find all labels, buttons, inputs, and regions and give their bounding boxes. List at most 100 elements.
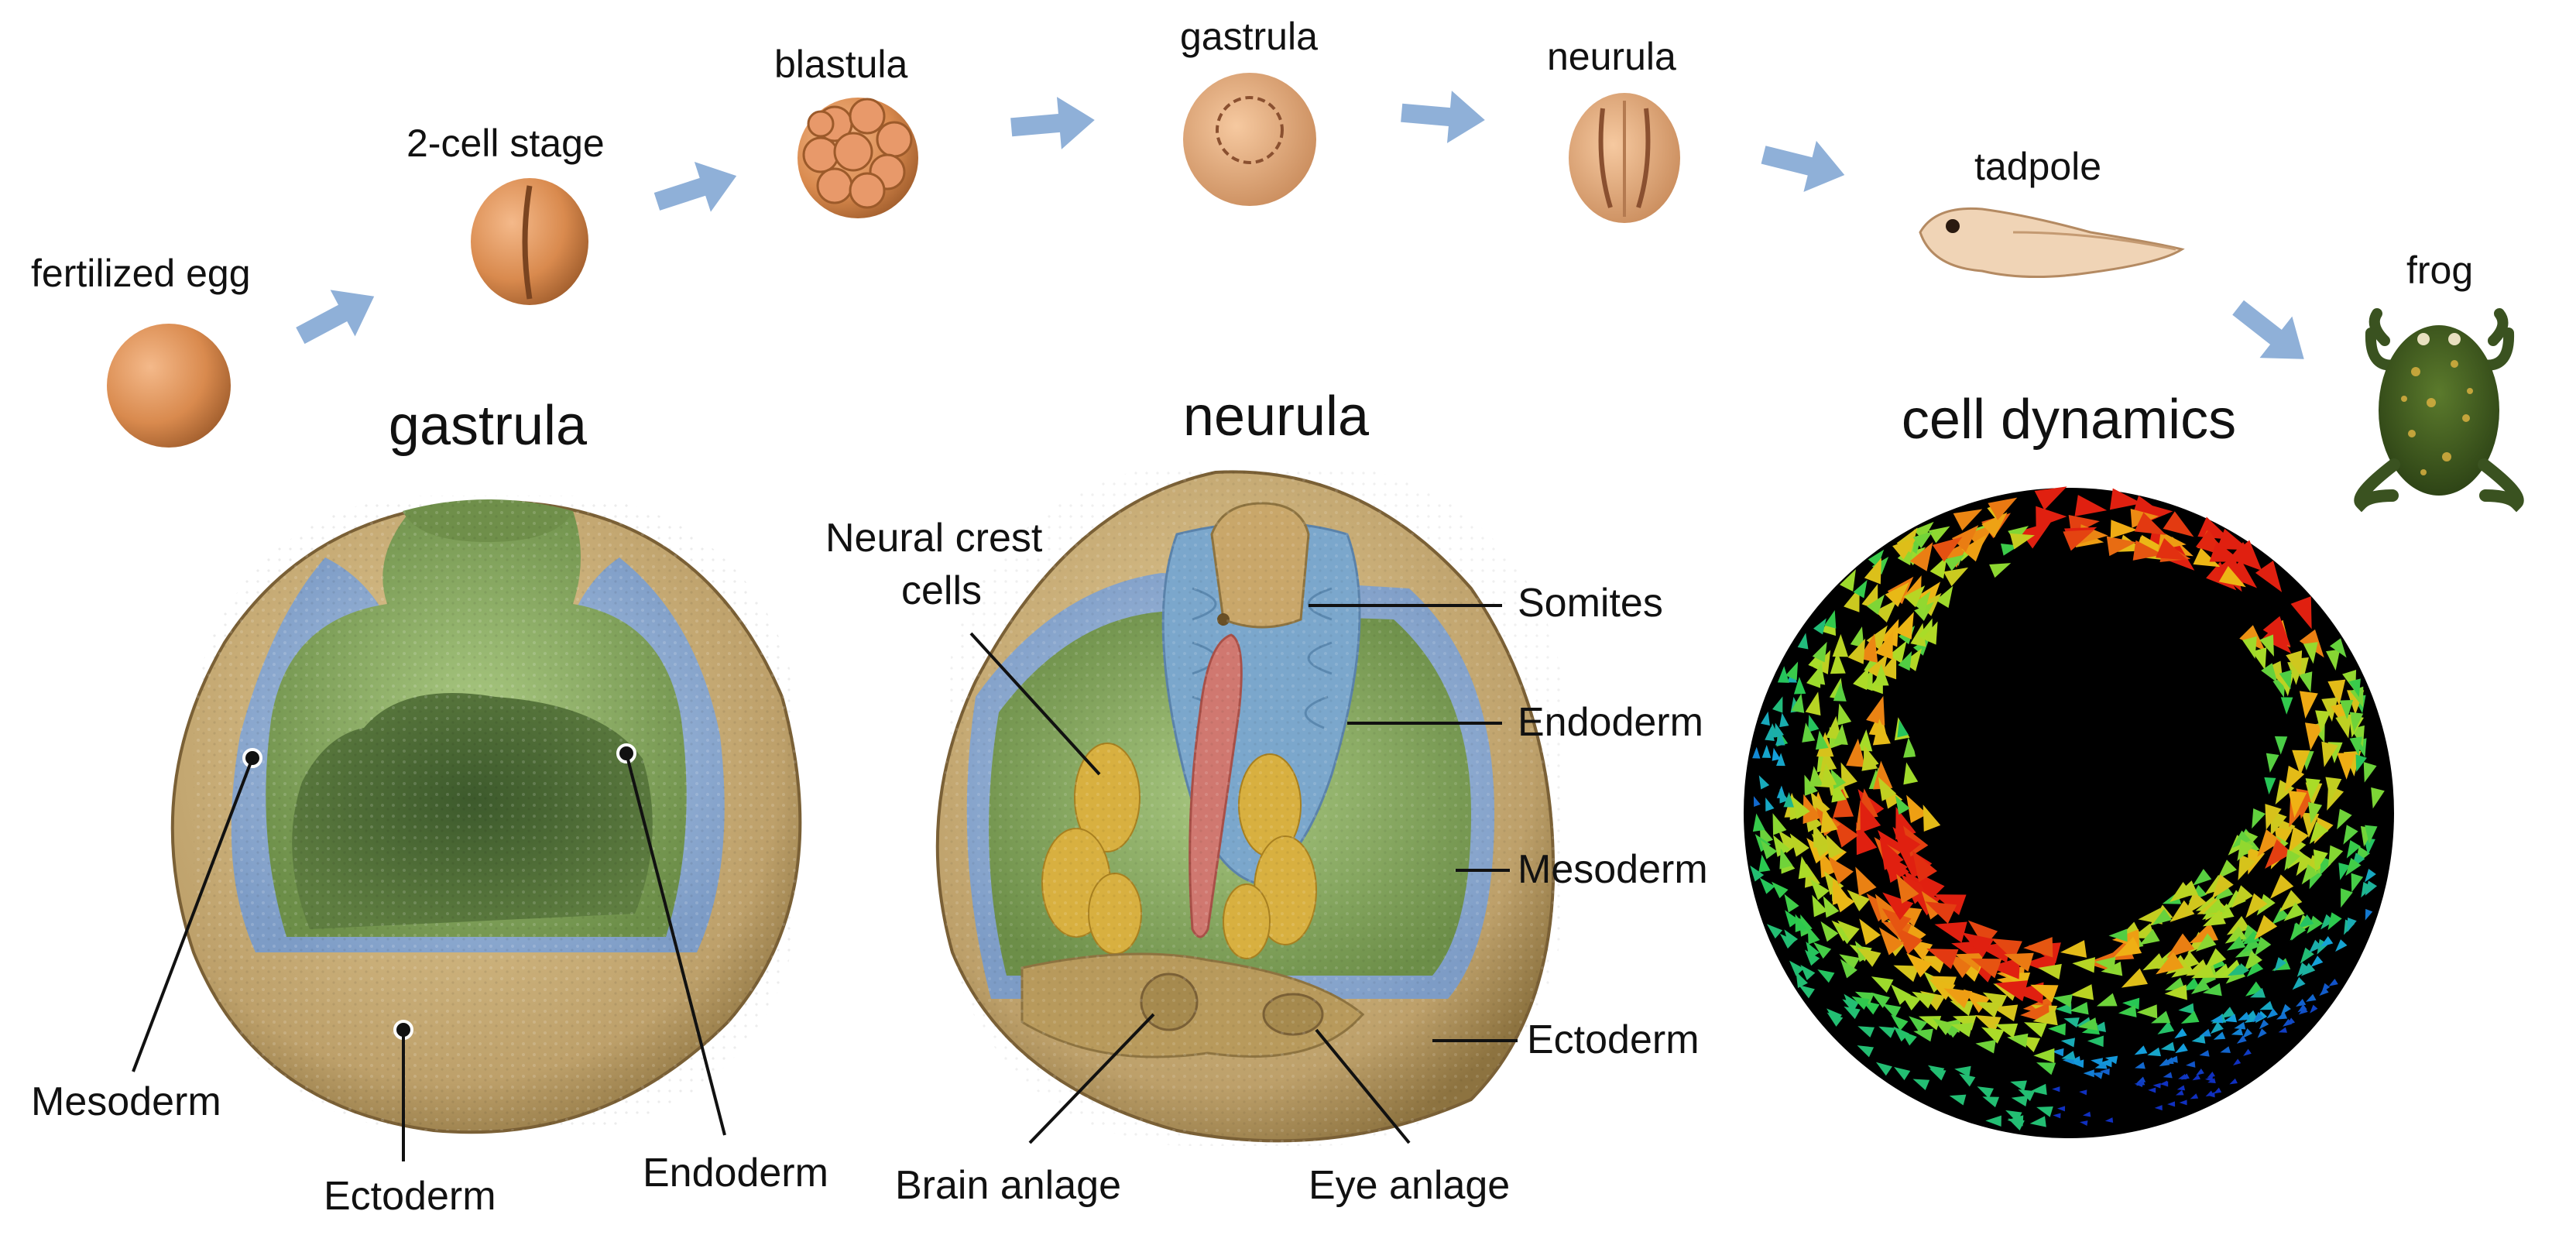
flow-vector-glyph	[2243, 1048, 2252, 1056]
fertilized-egg-image	[107, 324, 231, 448]
flow-vector-glyph	[2218, 565, 2246, 588]
flow-vector-glyph	[2136, 1004, 2158, 1019]
flow-vector-glyph	[1784, 929, 1799, 946]
flow-vector-glyph	[1753, 796, 1761, 807]
flow-vector-glyph	[1875, 1062, 1892, 1076]
flow-vector-glyph	[1772, 747, 1781, 761]
flow-vector-glyph	[2167, 1101, 2176, 1107]
flow-vector-glyph	[2283, 902, 2305, 921]
flow-vector-glyph	[2207, 1078, 2216, 1083]
flow-vector-glyph	[2264, 777, 2276, 795]
cell-dynamics-panel: cell dynamics	[1744, 389, 2394, 1138]
flow-vector-glyph	[2299, 671, 2313, 693]
flow-vector-glyph	[1827, 1008, 1843, 1024]
flow-vector-glyph	[1950, 1000, 1974, 1017]
flow-vector-glyph	[2284, 849, 2300, 871]
flow-vector-glyph	[1772, 813, 1787, 835]
flow-vector-glyph	[2300, 947, 2314, 964]
flow-vector-glyph	[2337, 753, 2356, 780]
stage-arrow-icon	[1401, 91, 1485, 143]
flow-vector-glyph	[1977, 1086, 1995, 1099]
flow-vector-glyph	[1831, 886, 1855, 913]
flow-vector-glyph	[2193, 869, 2212, 886]
flow-vector-glyph	[2328, 979, 2338, 986]
flow-vector-glyph	[2091, 1072, 2104, 1079]
flow-vector-glyph	[1857, 947, 1881, 967]
flow-vector-glyph	[1797, 633, 1809, 650]
flow-vector-glyph	[2303, 642, 2318, 664]
flow-vector-glyph	[2238, 854, 2256, 880]
flow-vector-glyph	[2018, 1089, 2036, 1102]
flow-vector-glyph	[1867, 594, 1885, 615]
flow-vector-glyph	[1912, 991, 1936, 1009]
flow-vector-glyph	[2207, 1071, 2215, 1079]
flow-vector-glyph	[2349, 712, 2364, 732]
stage-label-fertilized-egg: fertilized egg	[31, 252, 251, 295]
flow-vector-glyph	[1894, 926, 1923, 955]
flow-vector-glyph	[1981, 512, 2008, 538]
flow-vector-glyph	[2061, 1051, 2076, 1060]
flow-vector-glyph	[2313, 849, 2328, 873]
flow-vector-glyph	[2315, 710, 2331, 733]
flow-vector-glyph	[2134, 1081, 2143, 1088]
flow-vector-glyph	[1896, 873, 1919, 904]
flow-vector-glyph	[2259, 1019, 2269, 1030]
flow-vector-glyph	[2259, 1000, 2274, 1010]
flow-vector-glyph	[2110, 520, 2138, 539]
flow-vector-glyph	[2052, 1086, 2060, 1093]
flow-vector-glyph	[2242, 936, 2261, 953]
flow-vector-glyph	[2053, 994, 2073, 1007]
flow-vector-glyph	[2280, 1003, 2291, 1015]
flow-vector-glyph	[2364, 838, 2375, 856]
flow-vector-glyph	[1750, 865, 1765, 882]
flow-vector-glyph	[2033, 1048, 2055, 1063]
flow-vector-glyph	[1758, 775, 1770, 790]
flow-vector-glyph	[1912, 637, 1930, 656]
flow-vector-glyph	[2301, 864, 2320, 885]
flow-vector-glyph	[2365, 825, 2378, 844]
flow-vector-glyph	[1892, 537, 1918, 560]
flow-vector-glyph	[2266, 753, 2279, 773]
flow-vector-glyph	[1812, 641, 1827, 663]
flow-vector-glyph	[2231, 885, 2253, 908]
flow-vector-glyph	[2337, 808, 2352, 830]
flow-vector-glyph	[2202, 983, 2222, 997]
flow-vector-glyph	[1844, 1006, 1861, 1020]
flow-vector-glyph	[2152, 908, 2172, 925]
flow-vector-glyph	[2361, 882, 2373, 898]
flow-vector-glyph	[1765, 798, 1775, 812]
flow-vector-glyph	[2055, 1003, 2072, 1014]
flow-vector-glyph	[2004, 952, 2034, 973]
gastrula-cutaway-image	[170, 496, 802, 1134]
flow-vector-glyph	[1868, 549, 1885, 568]
flow-vector-glyph	[1909, 542, 1933, 571]
flow-vector-glyph	[2180, 1010, 2200, 1024]
flow-vector-glyph	[2242, 1028, 2253, 1038]
flow-vector-glyph	[2087, 1035, 2104, 1048]
flow-vector-glyph	[2156, 538, 2188, 561]
flow-vector-glyph	[2325, 777, 2342, 801]
flow-vector-glyph	[1837, 920, 1860, 942]
flow-vector-glyph	[2307, 915, 2324, 934]
flow-vector-glyph	[1792, 796, 1810, 820]
flow-vector-glyph	[1802, 722, 1816, 743]
flow-vector-glyph	[2229, 542, 2261, 571]
flow-vector-glyph	[2007, 1115, 2024, 1127]
flow-vector-glyph	[2351, 873, 2364, 893]
stage-label-frog: frog	[2406, 249, 2473, 292]
flow-vector-glyph	[2139, 928, 2160, 945]
flow-vector-glyph	[2100, 1068, 2110, 1075]
flow-vector-glyph	[1891, 984, 1911, 1005]
flow-vector-glyph	[1906, 794, 1928, 824]
eye-anlage-leader	[1315, 1028, 1411, 1144]
flow-vector-glyph	[1950, 1022, 1974, 1038]
flow-vector-glyph	[1927, 1065, 1945, 1079]
flow-vector-glyph	[2009, 533, 2035, 550]
flow-vector-glyph	[2292, 750, 2310, 776]
flow-vector-glyph	[1804, 949, 1820, 966]
flow-vector-glyph	[2296, 962, 2310, 977]
flow-vector-glyph	[2204, 1075, 2214, 1082]
flow-vector-glyph	[1944, 554, 1965, 571]
flow-vector-glyph	[1850, 626, 1864, 648]
flow-vector-glyph	[1929, 978, 1956, 1000]
